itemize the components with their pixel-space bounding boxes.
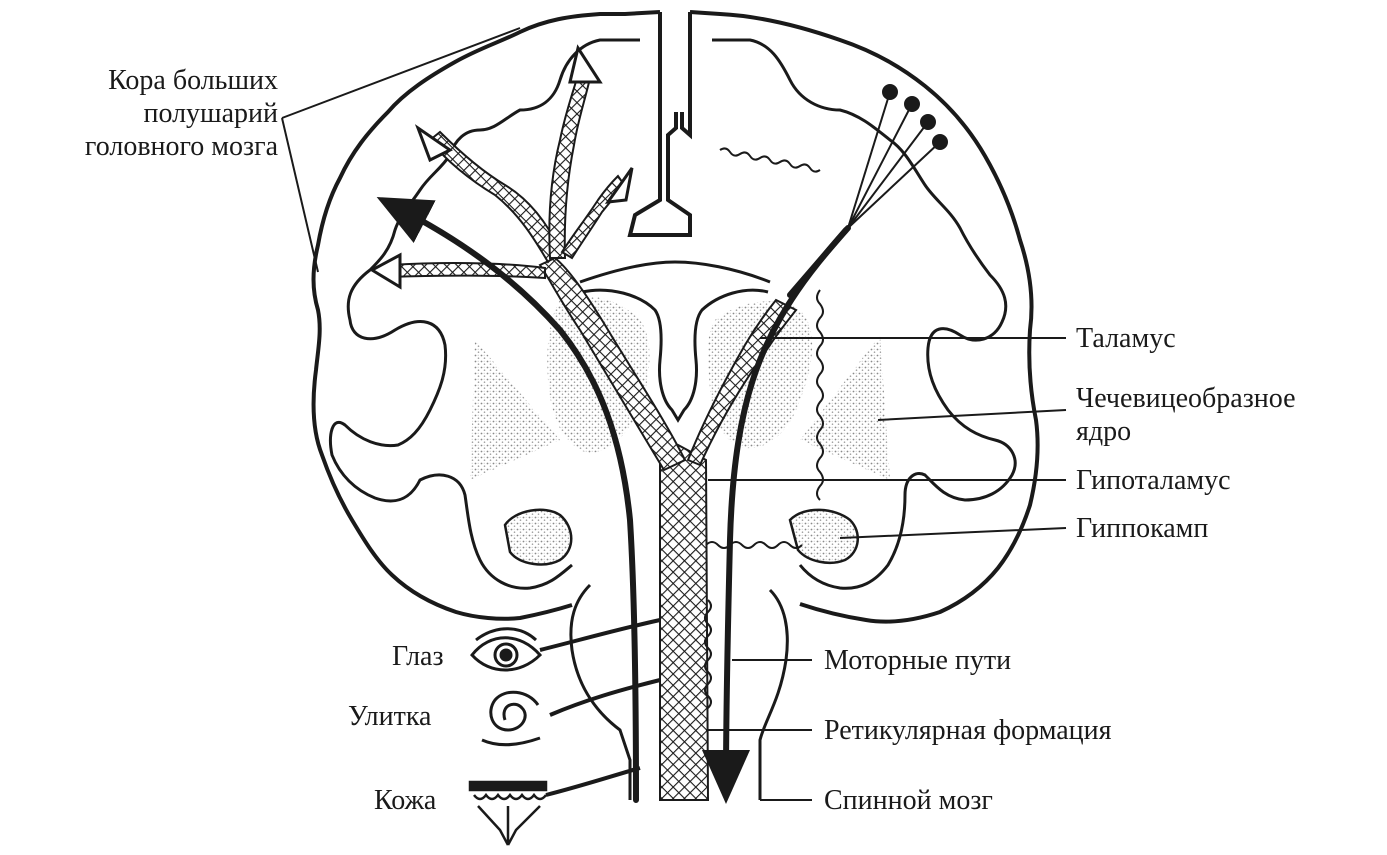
skin-label: Кожа xyxy=(374,784,436,817)
lentiform-label-line2: ядро xyxy=(1076,415,1296,448)
cochlea-icon xyxy=(482,692,540,745)
cochlea-label: Улитка xyxy=(348,700,431,733)
spinal-cord-label: Спинной мозг xyxy=(824,784,993,817)
lentiform-leader xyxy=(878,410,1066,420)
neuron-dot xyxy=(905,97,919,111)
cortex-label-line3: головного мозга xyxy=(20,130,278,163)
thalamus-label: Таламус xyxy=(1076,322,1176,355)
reticular-label: Ретикулярная формация xyxy=(824,714,1112,747)
sensory-inputs xyxy=(540,620,660,795)
cortex-label-line2: полушарий xyxy=(20,97,278,130)
hippocampus-label: Гиппокамп xyxy=(1076,512,1208,545)
cortex-label: Кора больших полушарий головного мозга xyxy=(20,64,278,163)
eye-label: Глаз xyxy=(392,640,444,673)
eye-icon xyxy=(472,629,540,670)
lentiform-label: Чечевицеобразное ядро xyxy=(1076,382,1296,448)
neuron-dot xyxy=(883,85,897,99)
lentiform-label-line1: Чечевицеобразное xyxy=(1076,382,1296,415)
neuron-dot xyxy=(921,115,935,129)
cortex-label-line1: Кора больших xyxy=(20,64,278,97)
skin-receptor-icon xyxy=(470,782,546,845)
hypothalamus-label: Гипоталамус xyxy=(1076,464,1231,497)
hippocampus-leader xyxy=(840,528,1066,538)
motor-paths-label: Моторные пути xyxy=(824,644,1011,677)
neuron-dot xyxy=(933,135,947,149)
cortical-neurons xyxy=(848,85,947,228)
